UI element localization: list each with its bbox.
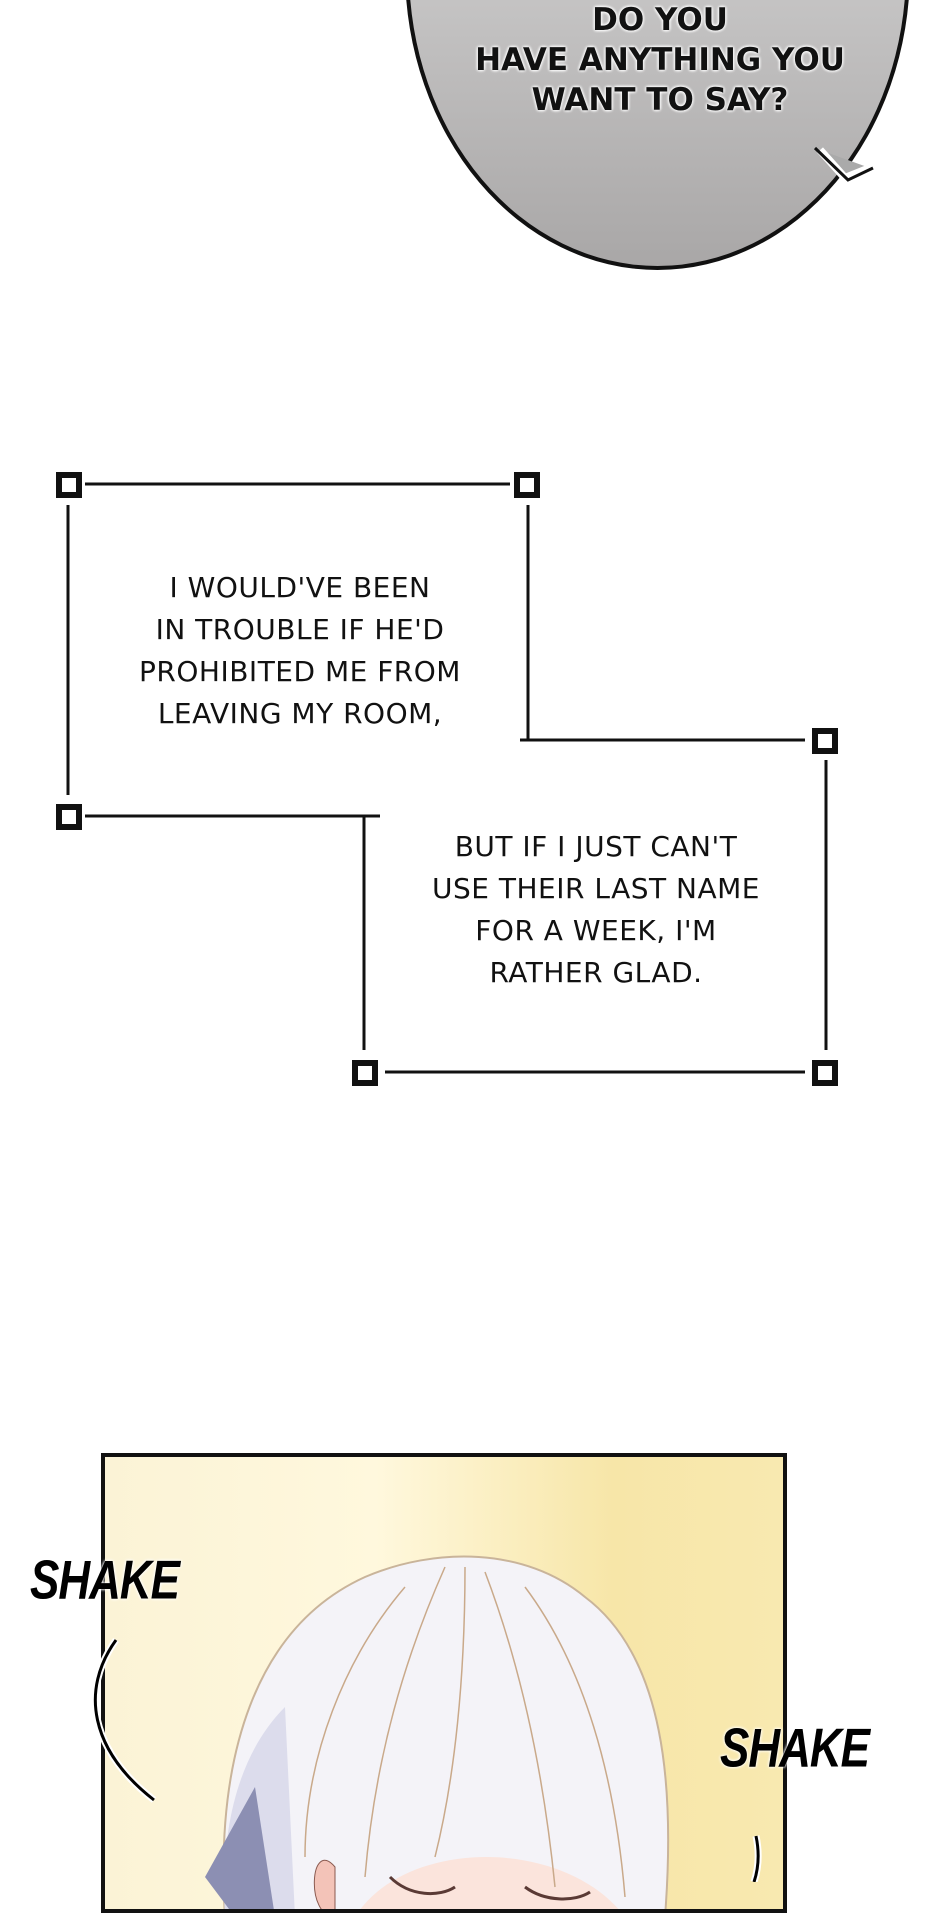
- caption-line: LEAVING MY ROOM,: [157, 697, 443, 730]
- caption-line: PROHIBITED ME FROM: [139, 655, 461, 688]
- caption-line: BUT IF I JUST CAN'T: [454, 830, 738, 863]
- speech-bubble-text: DO YOU HAVE ANYTHING YOU WANT TO SAY?: [455, 0, 865, 120]
- caption-line: I WOULD'VE BEEN: [169, 571, 431, 604]
- sfx-shake-right: SHAKE: [720, 1717, 870, 1779]
- bubble-line: WANT TO SAY?: [531, 82, 789, 118]
- sfx-shake-left: SHAKE: [30, 1549, 180, 1611]
- caption-line: USE THEIR LAST NAME: [432, 872, 760, 905]
- comic-panel: [101, 1453, 787, 1913]
- ornate-caption-frame: [56, 472, 838, 1086]
- caption-box-1: I WOULD'VE BEEN IN TROUBLE IF HE'D PROHI…: [100, 567, 500, 735]
- bubble-line: DO YOU: [592, 2, 728, 38]
- caption-line: RATHER GLAD.: [489, 956, 703, 989]
- speech-bubble-tail: [813, 146, 874, 183]
- character-illustration: [205, 1555, 670, 1909]
- corner-ornaments: [56, 472, 838, 1086]
- caption-line: FOR A WEEK, I'M: [475, 914, 717, 947]
- bubble-line: HAVE ANYTHING YOU: [475, 42, 845, 78]
- caption-line: IN TROUBLE IF HE'D: [155, 613, 445, 646]
- caption-box-2: BUT IF I JUST CAN'T USE THEIR LAST NAME …: [396, 826, 796, 994]
